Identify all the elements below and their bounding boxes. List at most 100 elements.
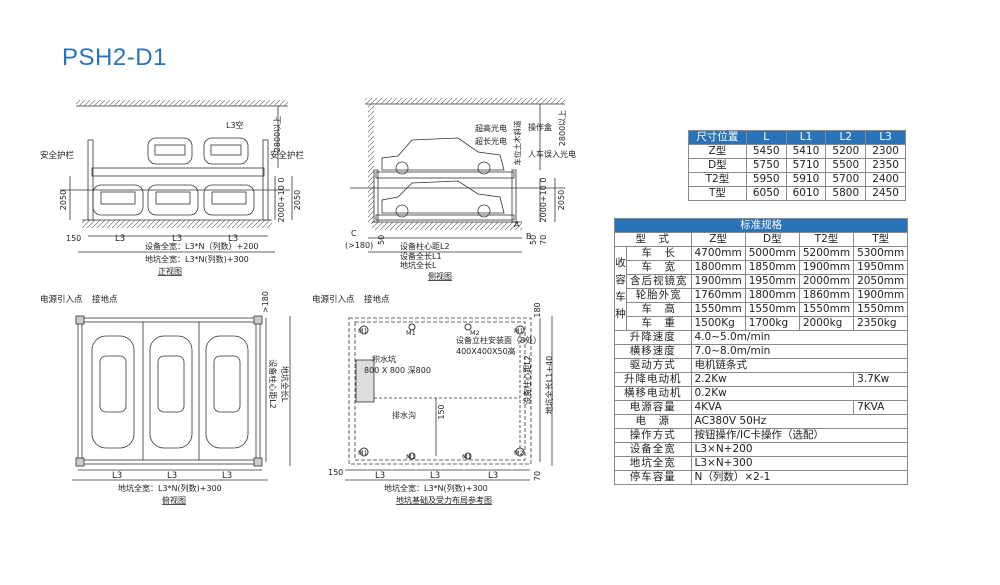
top-pit-width: 地坑全宽：L3*N(列数)+300 [118,483,222,493]
dim-cell: 5200 [825,144,867,159]
table-row: Z型 5450 5410 5200 2300 [688,144,906,159]
table-row: D型 5750 5710 5500 2350 [688,158,906,173]
side-dim-l2: 设备柱心距L2 [400,241,450,251]
spec-type: D型 [744,232,800,247]
top-bay-2: L3 [167,471,177,481]
table-row: 车 重 1500Kg 1700kg 2000kg 2350kg [615,316,909,331]
spec-cell: 3.7Kw [853,372,909,387]
front-bay-3: L3 [228,234,238,244]
dim-cell: 2450 [865,186,906,201]
spec-row-label: 地坑全宽 [614,456,692,471]
side-point-c: C [351,229,357,238]
front-bay-1: L3 [115,234,125,244]
dim-header-3: L2 [825,130,867,145]
front-guard-label-right: 安全护栏 [270,150,305,161]
foundation-ground: 接地点 [364,294,390,305]
foundation-caption: 地坑基础及受力布局参考图 [396,495,492,505]
spec-cell: 按钮操作/IC卡操作（选配） [690,428,909,443]
dim-cell: 5750 [745,158,787,173]
top-ground: 接地点 [92,294,118,305]
spec-cell: 2000mm [798,274,855,289]
dim-cell: 6010 [785,186,827,201]
table-row: T型 6050 6010 5800 2450 [688,186,906,201]
marker-m2-b: M2 [514,449,524,457]
spec-row-label: 升降电动机 [614,372,692,387]
spec-type-label: 型 式 [614,232,692,247]
front-height-inner: 2000+10 0 [277,178,286,223]
spec-row-label: 轮胎外宽 [626,288,692,303]
spec-cell: 1800mm [744,288,800,303]
spec-cell: 4.0~5.0m/min [690,330,909,345]
dim-cell: 6050 [745,186,787,201]
car-front-lower-3 [203,184,255,216]
spec-cell: 1760mm [690,288,746,303]
spec-cell: 1850mm [744,260,800,275]
spec-cell: 0.2Kw [690,386,909,401]
foundation-bay-3: L3 [488,471,498,481]
side-height-inner: 2000+10 0 [539,178,548,223]
spec-cell: 5200mm [798,246,855,261]
front-equip-width: 设备全宽：L3*N（列数）+200 [145,241,259,251]
dimension-table: 尺寸位置 L L1 L2 L3 Z型 5450 5410 5200 2300 D… [688,130,906,201]
foundation-dim-l1: 地坑全长L1+40 [544,356,554,414]
top-dim-top: >180 [261,291,270,313]
foundation-drain: 排水沟 [392,410,416,420]
car-side-lower [381,180,505,218]
dim-header-0: 尺寸位置 [688,130,747,145]
side-caption: 侧视图 [428,271,452,281]
dim-cell: 5410 [785,144,827,159]
car-front-upper-2 [203,137,249,165]
marker-m1-c: M1 [358,449,368,457]
side-point-b: B [526,232,532,241]
spec-cell: N（列数）×2-1 [690,470,909,485]
spec-cell: 4KVA [690,400,855,415]
top-bay-1: L3 [112,471,122,481]
dim-cell: 5950 [745,172,787,187]
table-row: 驱动方式 电机链条式 [614,358,909,373]
marker-m2-a: M2 [470,329,480,337]
table-row: 横移速度 7.0~8.0m/min [614,344,909,359]
table-row: 地坑全宽 L3×N+300 [614,456,909,471]
side-dim-l1: 设备全长L1 [400,251,442,261]
table-row: 操作方式 按钮操作/IC卡操作（选配） [614,428,909,443]
foundation-column-size: 400X400X50高 [456,346,516,356]
page-title: PSH2-D1 [62,44,167,71]
dim-cell: Z型 [688,144,747,159]
foundation-bay-2: L3 [430,471,440,481]
spec-row-label: 驱动方式 [614,358,692,373]
spec-cell: 7.0~8.0m/min [690,344,909,359]
foundation-pit-width: 地坑全宽：L3*N(列数)+300 [384,483,488,493]
car-front-upper-1 [147,137,193,165]
dim-cell: D型 [688,158,747,173]
spec-cell: 1860mm [798,288,855,303]
front-caption: 正视图 [158,266,182,276]
spec-row-label: 车 长 [626,246,692,261]
front-top-bay: L3空 [226,120,244,130]
spec-type-row: 型 式 Z型 D型 T2型 T型 [614,232,909,247]
side-label-ramp: 车位土木斜道 [512,120,522,165]
side-point-a: A [514,220,520,229]
table-row: 轮胎外宽 1760mm 1800mm 1860mm 1900mm [615,288,909,303]
dimension-table-header: 尺寸位置 L L1 L2 L3 [688,130,906,145]
front-height-right: 2050 [293,190,302,210]
dim-cell: T型 [688,186,747,201]
table-row: 收容车种 车 长 4700mm 5000mm 5200mm 5300mm [614,246,909,331]
foundation-dim-150a: 150 [328,468,343,477]
spec-row-label: 电 源 [614,414,692,429]
foundation-dim-150b: 150 [437,404,446,419]
top-caption: 俯视图 [162,495,186,505]
car-top-3 [205,335,249,449]
foundation-sump-size: 800 X 800 深800 [364,366,431,375]
spec-row-label: 含后视镜宽 [626,274,692,289]
foundation-power: 电源引入点 [312,294,355,305]
spec-cell: 1500Kg [690,316,746,331]
front-guard-label: 安全护栏 [40,150,75,161]
foundation-dim-l2: 设备柱心距L2 [522,355,532,405]
spec-row-label: 车 重 [626,316,692,331]
car-front-lower-1 [92,184,144,216]
spec-cell: 1550mm [690,302,746,317]
side-clearance: 2800以上 [558,110,567,146]
dim-header-4: L3 [865,130,906,145]
side-dim-50: 50 [377,235,386,245]
front-pit-width: 地坑全宽：L3*N(列数)+300 [145,254,249,264]
